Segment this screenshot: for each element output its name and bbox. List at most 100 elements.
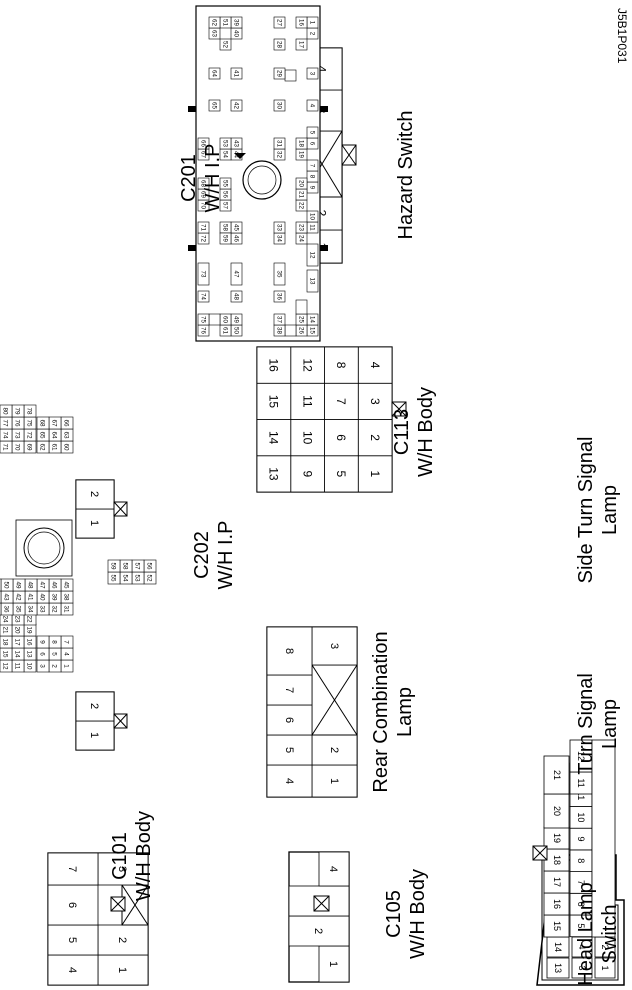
pin-65: 65 [210, 102, 217, 109]
pin-72: 72 [26, 431, 33, 439]
pin-cell [0, 578, 2, 592]
pin-cell [273, 38, 286, 51]
pin-62: 62 [39, 443, 46, 451]
pin-35: 35 [275, 271, 282, 278]
pin-17: 17 [297, 41, 304, 48]
pin-cell [230, 99, 243, 112]
pin-70: 70 [14, 443, 21, 451]
label-c101: C101 W/H Body [109, 811, 155, 901]
pin-3: 3 [577, 965, 587, 970]
pin-6: 6 [334, 434, 348, 441]
pin-20: 20 [552, 806, 562, 816]
pin-16: 16 [26, 638, 33, 646]
pin-8: 8 [308, 175, 315, 179]
pin-12: 12 [576, 751, 586, 761]
label-c105: C105 W/H Body [383, 869, 429, 959]
pin-11: 11 [300, 395, 314, 408]
pin-76: 76 [14, 419, 21, 427]
pin-15: 15 [308, 327, 315, 334]
pin-cell [273, 262, 286, 286]
pin-49: 49 [232, 316, 239, 323]
pin-58: 58 [122, 562, 129, 570]
pin-cell [594, 957, 616, 979]
latch-cross [313, 895, 330, 912]
pin-cell [256, 346, 292, 384]
pin-7: 7 [334, 398, 348, 405]
pin-51: 51 [221, 19, 228, 26]
pin-29: 29 [275, 70, 282, 77]
pin-1: 1 [88, 520, 100, 526]
pin-65: 65 [39, 431, 46, 439]
pin-cell [295, 177, 308, 190]
pin-73: 73 [14, 431, 21, 439]
pin-50: 50 [3, 581, 10, 589]
pin-11: 11 [576, 778, 586, 787]
pin-cell [295, 16, 308, 29]
pin-12: 12 [308, 252, 315, 259]
c105-name: C105 [383, 890, 405, 938]
pin-3: 3 [308, 72, 315, 76]
pin-30: 30 [275, 102, 282, 109]
pin-8: 8 [334, 362, 348, 369]
pin-cell [36, 635, 50, 649]
pin-cell [197, 313, 210, 326]
pin-5: 5 [283, 747, 295, 753]
pin-47: 47 [232, 271, 239, 278]
pin-75: 75 [26, 419, 33, 427]
side-turn-subtitle: Lamp [599, 485, 621, 535]
pin-16: 16 [267, 358, 281, 372]
pin-38: 38 [275, 327, 282, 334]
pin-cell [295, 137, 308, 150]
pin-72: 72 [199, 235, 206, 242]
pin-68: 68 [39, 419, 46, 427]
blank-cross [311, 664, 358, 736]
pin-61: 61 [51, 443, 58, 451]
pin-7: 7 [283, 687, 295, 693]
pin-40: 40 [39, 593, 46, 601]
connector-turn: 12 [75, 691, 128, 751]
key-circle-inner [27, 531, 61, 565]
pin-14: 14 [267, 431, 281, 445]
pin-16: 16 [297, 19, 304, 26]
pin-cell [197, 137, 210, 150]
key-circle [242, 160, 282, 200]
pin-64: 64 [210, 70, 217, 77]
c201-subtitle: W/H I.P [202, 144, 224, 213]
pin-4: 4 [66, 967, 78, 973]
pin-cell [0, 602, 2, 616]
c202-subtitle: W/H I.P [215, 521, 237, 590]
head-lamp-name: Head Lamp [575, 882, 597, 985]
pin-2: 2 [600, 944, 610, 949]
pin-34: 34 [27, 605, 34, 613]
pin-9: 9 [576, 837, 586, 842]
connector-c201: 1514131211109876543212625242322212019181… [188, 5, 328, 342]
pin-77: 77 [2, 419, 9, 427]
pin-11: 11 [14, 663, 21, 670]
pin-14: 14 [14, 650, 21, 658]
pin-12: 12 [300, 358, 314, 372]
pin-cell-blank [591, 739, 616, 938]
pin-7: 7 [308, 164, 315, 168]
pin-cell [197, 290, 210, 303]
pin-5: 5 [51, 652, 58, 656]
pin-cell [273, 67, 286, 80]
pin-cell [273, 99, 286, 112]
pin-8: 8 [283, 648, 295, 654]
pin-19: 19 [297, 151, 304, 158]
pin-4: 4 [315, 66, 329, 73]
pin-21: 21 [552, 770, 562, 780]
pin-4: 4 [577, 944, 587, 949]
pin-2: 2 [312, 928, 324, 934]
pin-22: 22 [297, 202, 304, 209]
pin-21: 21 [2, 626, 9, 634]
pin-1: 1 [63, 664, 70, 668]
latch-cross [113, 501, 128, 517]
pin-55: 55 [221, 180, 228, 187]
pin-cell [47, 852, 99, 886]
key-circle-inner [247, 165, 277, 195]
pin-56: 56 [221, 191, 228, 198]
latch-cross [391, 401, 407, 417]
label-head-lamp: Head Lamp Switch [575, 882, 621, 985]
pin-3: 3 [116, 866, 128, 872]
pin-cell [306, 269, 319, 293]
